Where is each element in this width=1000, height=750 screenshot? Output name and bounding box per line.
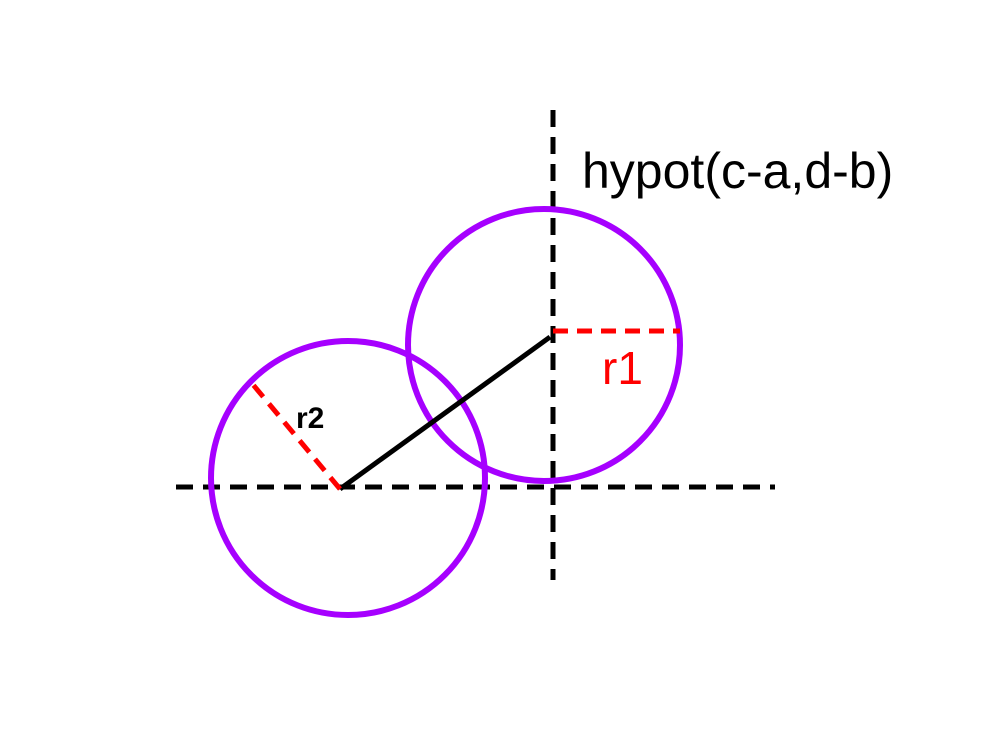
circle-1 <box>405 206 683 484</box>
radius-r2-line <box>248 379 342 491</box>
center-distance-line <box>338 334 552 492</box>
distance-formula-label: hypot(c-a,d-b) <box>582 143 893 199</box>
r1-label: r1 <box>602 342 643 394</box>
r2-label: r2 <box>296 402 324 435</box>
circle-2 <box>208 338 488 618</box>
